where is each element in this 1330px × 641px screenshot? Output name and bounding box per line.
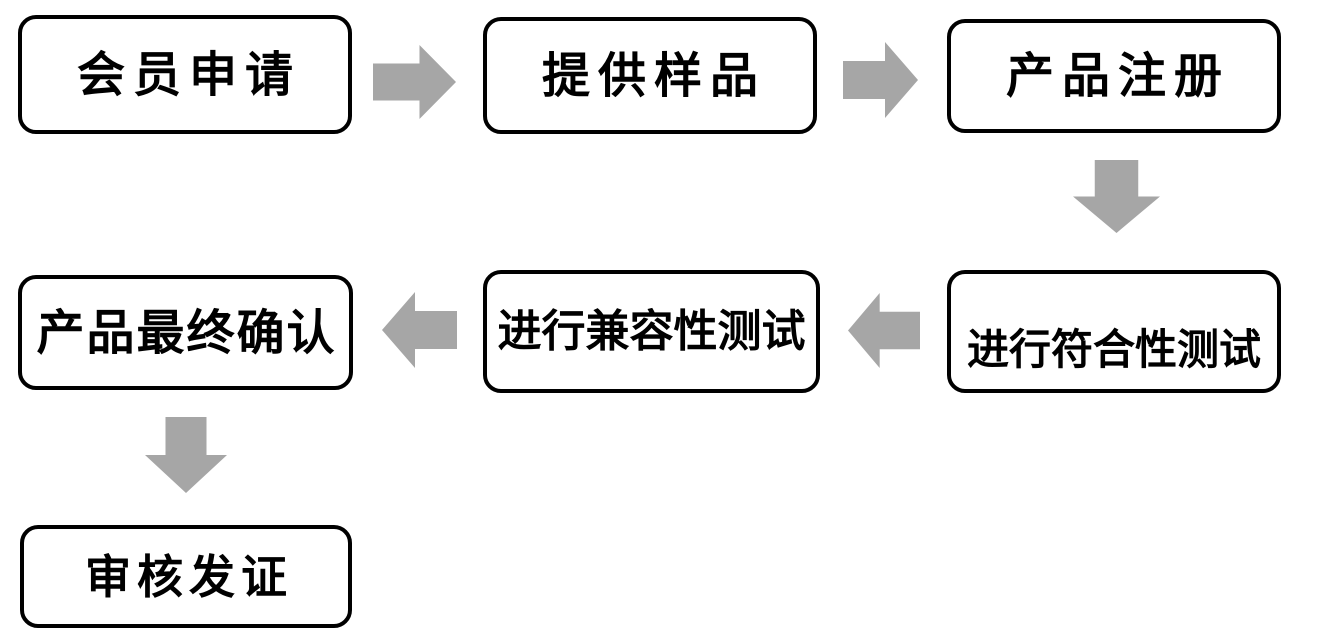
flow-node-label: 审核发证	[85, 549, 293, 604]
arrow-down-icon	[145, 417, 227, 493]
flow-node-compatibility-test: 进行兼容性测试	[483, 270, 820, 393]
flow-node-membership-application: 会员申请	[18, 15, 352, 134]
arrow-right-icon	[843, 42, 918, 118]
flow-node-label: 会员申请	[76, 46, 301, 103]
flow-node-label: 产品最终确认	[36, 304, 337, 361]
flow-node-provide-samples: 提供样品	[483, 17, 817, 134]
flow-node-label: 产品注册	[1005, 48, 1230, 104]
flow-node-label: 进行兼容性测试	[497, 305, 806, 357]
flow-node-label: 进行符合性测试	[966, 325, 1261, 374]
arrow-down-icon	[1073, 160, 1160, 233]
flow-node-review-issue-certificate: 审核发证	[20, 525, 352, 628]
flow-node-label: 提供样品	[541, 47, 766, 104]
arrow-right-icon	[373, 45, 456, 119]
flow-node-conformity-test: 进行符合性测试	[947, 270, 1281, 393]
flow-node-final-confirmation: 产品最终确认	[18, 275, 353, 390]
arrow-left-icon	[848, 293, 920, 368]
flow-node-product-registration: 产品注册	[947, 19, 1281, 133]
arrow-left-icon	[382, 292, 457, 368]
